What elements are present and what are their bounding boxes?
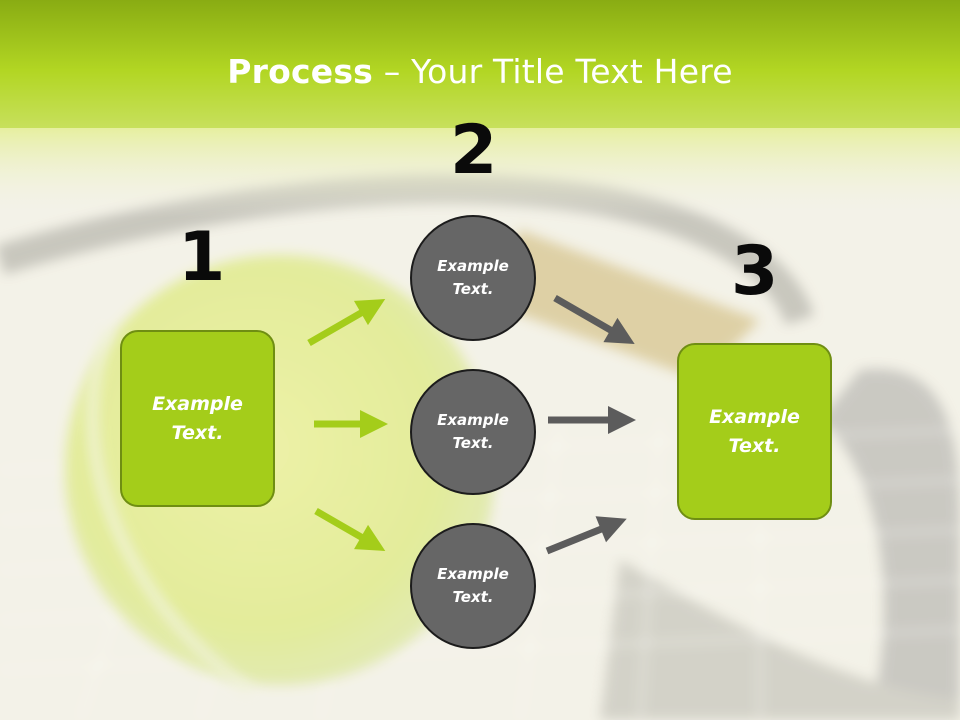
arrow-top-to-3 [553, 294, 635, 344]
step-1-text: Example Text. [152, 393, 243, 444]
step-number-2: 2 [450, 111, 498, 190]
arrow-bottom-to-3 [545, 516, 627, 555]
circle-top-text: Example Text. [437, 256, 509, 298]
title-bold: Process [227, 52, 374, 91]
arrow-1-to-top [307, 299, 386, 347]
step-number-3: 3 [731, 232, 779, 311]
step-number-1: 1 [178, 218, 226, 297]
arrow-middle-to-3 [548, 406, 636, 434]
step-2-circle-middle: Example Text. [410, 369, 536, 495]
slide-title: Process – Your Title Text Here [0, 52, 960, 91]
arrow-1-to-bottom [314, 507, 386, 551]
title-rest: – Your Title Text Here [373, 52, 733, 91]
step-2-circle-top: Example Text. [410, 215, 536, 341]
step-2-circle-bottom: Example Text. [410, 523, 536, 649]
step-3-box: Example Text. [677, 343, 832, 520]
arrow-1-to-middle [314, 410, 388, 438]
step-3-text: Example Text. [709, 406, 800, 457]
circle-bottom-text: Example Text. [437, 564, 509, 606]
step-1-box: Example Text. [120, 330, 275, 507]
circle-middle-text: Example Text. [437, 410, 509, 452]
